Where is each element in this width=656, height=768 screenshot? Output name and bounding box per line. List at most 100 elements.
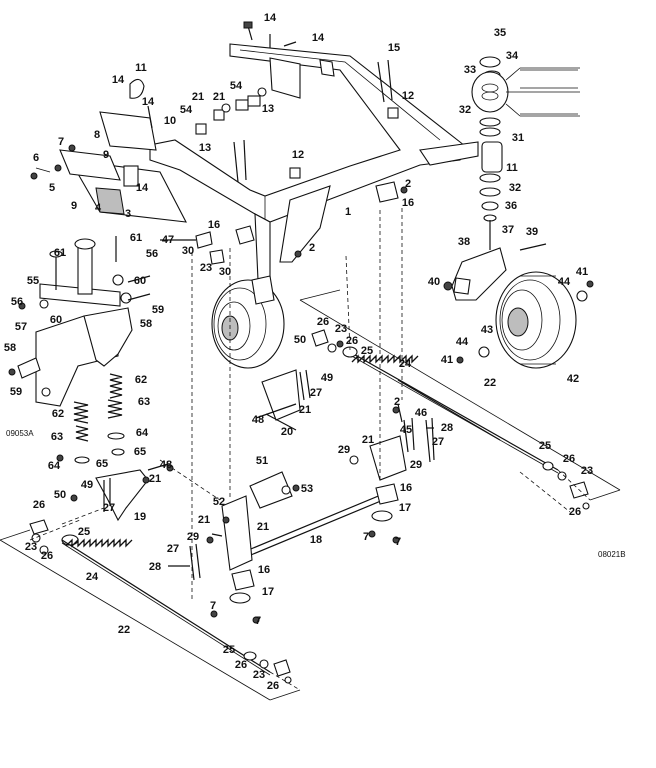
- callout-12: 12: [402, 90, 414, 102]
- figure-code-right: 08021B: [598, 550, 626, 559]
- callout-28: 28: [441, 422, 453, 434]
- callout-9: 9: [103, 149, 109, 161]
- callout-12: 12: [292, 149, 304, 161]
- callout-44: 44: [558, 276, 571, 288]
- right-caster-assembly: [451, 56, 580, 301]
- callout-20: 20: [281, 426, 293, 438]
- height-springs: [73, 373, 125, 464]
- callout-48: 48: [252, 414, 264, 426]
- callout-14: 14: [312, 32, 325, 44]
- callout-7: 7: [58, 136, 64, 148]
- callout-41: 41: [441, 354, 453, 366]
- callout-64: 64: [136, 427, 149, 439]
- callout-48: 48: [160, 459, 172, 471]
- callout-43: 43: [481, 324, 493, 336]
- callout-16: 16: [400, 482, 412, 494]
- callout-33: 33: [464, 64, 476, 76]
- callout-3: 3: [125, 208, 131, 220]
- callout-44: 44: [456, 336, 469, 348]
- callout-42: 42: [567, 373, 579, 385]
- callout-22: 22: [118, 624, 130, 636]
- right-wheel: [478, 271, 588, 369]
- callout-26: 26: [569, 506, 581, 518]
- callout-21: 21: [362, 434, 374, 446]
- callout-15: 15: [388, 42, 400, 54]
- left-wheel: [211, 275, 285, 369]
- callout-23: 23: [335, 323, 347, 335]
- callout-26: 26: [346, 335, 358, 347]
- callout-52: 52: [213, 496, 225, 508]
- callout-7: 7: [210, 600, 216, 612]
- callout-34: 34: [506, 50, 519, 62]
- callout-47: 47: [162, 234, 174, 246]
- callout-27: 27: [310, 387, 322, 399]
- callout-54: 54: [180, 104, 193, 116]
- small-hardware: [8, 144, 594, 624]
- callout-61: 61: [130, 232, 142, 244]
- callout-25: 25: [223, 644, 235, 656]
- callout-25: 25: [78, 526, 90, 538]
- callout-41: 41: [576, 266, 588, 278]
- callout-62: 62: [135, 374, 147, 386]
- callout-26: 26: [235, 659, 247, 671]
- callout-26: 26: [267, 680, 279, 692]
- callout-11: 11: [506, 162, 518, 174]
- callout-24: 24: [399, 358, 412, 370]
- alignment-lines: [29, 208, 591, 691]
- callout-59: 59: [10, 386, 22, 398]
- callout-26: 26: [41, 550, 53, 562]
- callout-27: 27: [167, 543, 179, 555]
- callout-5: 5: [49, 182, 55, 194]
- callout-19: 19: [134, 511, 146, 523]
- pivot-blocks: [160, 181, 399, 604]
- callout-21: 21: [149, 473, 161, 485]
- callout-53: 53: [301, 483, 313, 495]
- callout-46: 46: [415, 407, 427, 419]
- lift-shaft: [168, 379, 501, 581]
- callout-7: 7: [363, 531, 369, 543]
- callout-63: 63: [138, 396, 150, 408]
- callout-14: 14: [136, 182, 149, 194]
- callout-37: 37: [502, 224, 514, 236]
- callout-32: 32: [459, 104, 471, 116]
- callout-49: 49: [321, 372, 333, 384]
- callout-29: 29: [187, 531, 199, 543]
- callout-2: 2: [405, 178, 411, 190]
- callout-28: 28: [149, 561, 161, 573]
- callout-39: 39: [526, 226, 538, 238]
- callout-54: 54: [230, 80, 243, 92]
- center-lift-linkage: [255, 369, 311, 431]
- callout-13: 13: [199, 142, 211, 154]
- callout-62: 62: [52, 408, 64, 420]
- callout-56: 56: [146, 248, 158, 260]
- callout-26: 26: [563, 453, 575, 465]
- callout-27: 27: [103, 502, 115, 514]
- callout-23: 23: [581, 465, 593, 477]
- left-rail-assembly: [35, 78, 187, 223]
- callout-14: 14: [142, 96, 155, 108]
- callout-7: 7: [255, 615, 261, 627]
- callout-56: 56: [11, 296, 23, 308]
- callout-25: 25: [361, 345, 373, 357]
- callout-49: 49: [81, 479, 93, 491]
- callout-30: 30: [219, 266, 231, 278]
- callout-23: 23: [200, 262, 212, 274]
- callout-55: 55: [27, 275, 39, 287]
- callout-65: 65: [96, 458, 108, 470]
- callout-14: 14: [264, 12, 277, 24]
- callout-30: 30: [182, 245, 194, 257]
- callout-11: 11: [135, 62, 147, 74]
- callout-64: 64: [48, 460, 61, 472]
- callout-4: 4: [95, 202, 102, 214]
- callout-6: 6: [33, 152, 39, 164]
- callout-18: 18: [310, 534, 322, 546]
- callout-13: 13: [262, 103, 274, 115]
- callout-23: 23: [25, 541, 37, 553]
- callout-29: 29: [338, 444, 350, 456]
- callout-26: 26: [33, 499, 45, 511]
- callout-21: 21: [198, 514, 210, 526]
- callout-10: 10: [164, 115, 176, 127]
- callout-35: 35: [494, 27, 506, 39]
- figure-code-left: 09053A: [6, 429, 34, 438]
